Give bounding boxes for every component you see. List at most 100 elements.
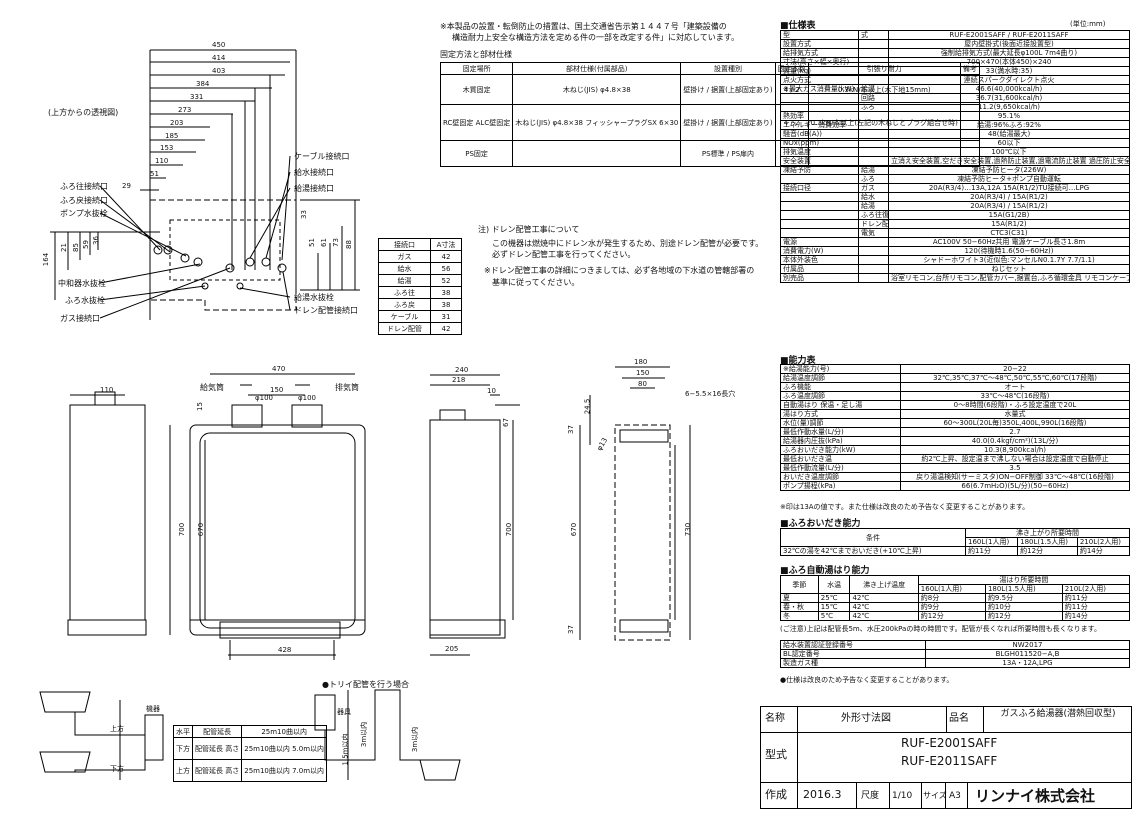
vdim-21: 21 (59, 243, 68, 252)
dim-428: 428 (278, 646, 292, 654)
spec-cell: 46.6(40,000kcal/h) (888, 84, 1130, 94)
a-cell: ドレン配管 (377, 322, 432, 335)
spec-cell: 屋内壁掛式(後面近接設置型) (888, 39, 1130, 49)
spec-cell: 安全装置 (780, 156, 859, 166)
spec-cell: 700×470(本体450)×240 (888, 57, 1130, 67)
spec-cell: 48(給湯最大) (888, 129, 1130, 139)
fix-cell: 木ねじ(JIS) φ4.8×38 フィッシャープラグSX 6×30 (512, 104, 682, 141)
spec-cell: 33(満水時:35) (888, 66, 1130, 76)
title-date: 2016.3 (803, 788, 842, 801)
spec-cell: 型 (780, 30, 859, 40)
label-water-inlet: 給水接続口 (294, 168, 334, 177)
capacity-cell: 給湯温度調節 (780, 373, 901, 383)
cert-cell: BLGH011520−A,B (925, 649, 1130, 659)
spec-cell: 給水 (858, 192, 889, 202)
label-gas-inlet: ガス接続口 (60, 314, 100, 323)
table-row: 付属品ねじセット (780, 264, 1130, 274)
title-size: A3 (949, 791, 961, 801)
yuhari-cell: 42℃ (849, 602, 919, 612)
spec-cell (858, 237, 889, 247)
oidaki-col: 210L(2人用) (1076, 537, 1131, 547)
spec-cell: ※最大ガス消費量(kW) (780, 84, 859, 94)
capacity-cell: 40.0(0.4kgf/cm²)(13L/分) (900, 436, 1130, 446)
yuhari-cell: 約9.5分 (984, 593, 1063, 603)
spec-cell (858, 48, 889, 58)
fix-cell: 壁掛け / 据置(上部固定あり) (680, 104, 776, 141)
capacity-cell: 自動湯はり 保温・足し湯 (780, 400, 901, 410)
title-size-label: サイズ (923, 791, 947, 800)
title-date-label: 作成 (765, 788, 787, 801)
dim-670: 670 (197, 522, 206, 537)
spec-cell: 120(待機時1.6(50−60Hz)) (888, 246, 1130, 256)
title-maker: リンナイ株式会社 (975, 787, 1096, 805)
piping-cell: 25m10曲以内 (241, 725, 328, 738)
piping-cell: 25m10曲以内 5.0m以内 (241, 737, 328, 760)
spec-cell: 60以下 (888, 138, 1130, 148)
capacity-title: ■能力表 (780, 356, 816, 366)
piping-title: ●トリイ配管を行う場合 (322, 680, 409, 689)
spec-cell: 付属品 (780, 264, 859, 274)
capacity-cell: 32℃,35℃,37℃〜48℃,50℃,55℃,60℃(17段階) (900, 373, 1130, 383)
dim-403: 403 (212, 67, 226, 75)
cert-cell: 給水装置認証登録番号 (780, 640, 926, 650)
spec-cell: 給湯 (858, 84, 889, 94)
capacity-cell: 給湯器内圧抜(kPa) (780, 436, 901, 446)
top-view-label: (上方からの透視図) (48, 108, 119, 117)
dim-203: 203 (170, 119, 184, 127)
spec-cell (858, 129, 889, 139)
oidaki-col: 160L(1人用) (964, 537, 1019, 547)
a-header: A寸法 (430, 238, 462, 251)
spec-cell: 回路 (858, 93, 889, 103)
spec-cell: ドレン配管 (858, 219, 889, 229)
title-model-label: 型式 (765, 748, 787, 761)
spec-cell: 給排気方式 (780, 48, 859, 58)
capacity-cell: ポンプ揚程(kPa) (780, 481, 901, 491)
yuhari-col: 160L(1人用) (917, 584, 986, 594)
cert-cell: 13A・12A,LPG (925, 658, 1130, 668)
label-furo-out: ふろ往接続口 (60, 182, 108, 191)
spec-cell: 強制給排気方式(最大延長φ100L 7m4曲り) (888, 48, 1130, 58)
yuhari-header: 沸き上げ温度 (849, 575, 919, 594)
table-row: 騒音(dB(A))48(給湯最大) (780, 129, 1130, 139)
spec-cell (858, 138, 889, 148)
spec-cell: 20A(R3/4) / 15A(R1/2) (888, 201, 1130, 211)
fix-cell: PS固定 (439, 140, 514, 167)
spec-cell: 36.7(31,600kcal/h) (888, 93, 1130, 103)
label-cable-inlet: ケーブル接続口 (294, 152, 350, 161)
drain-note-5: 基準に従ってください。 (492, 278, 580, 287)
a-cell: 42 (430, 322, 462, 335)
spec-cell: 連続スパークダイレクト点火 (888, 75, 1130, 85)
yuhari-cell: 夏 (780, 593, 819, 603)
label-drain-pipe: ドレン配管接続口 (294, 306, 358, 315)
yuhari-cell: 約11分 (1061, 593, 1131, 603)
table-row: ふろ機能オート (780, 382, 1130, 392)
table-row: ※給湯能力(号)20−22 (780, 364, 1130, 374)
spec-cell: ふろ往復 (858, 210, 889, 220)
spec-cell: 凍結予防ヒータ+ポンプ自動運転 (888, 174, 1130, 184)
label-kyuki: 給気筒 (200, 383, 224, 392)
fix-header: 固定場所 (439, 62, 514, 75)
yuhari-cell: 15℃ (817, 602, 851, 612)
spec-cell: 15A(R1/2) (888, 219, 1130, 229)
spec-cell: 給湯:96%ふろ:92% (888, 120, 1130, 130)
spec-cell: 点火方式 (780, 75, 859, 85)
table-row: ドレン配管15A(R1/2) (780, 219, 1130, 229)
table-row: 凍結予防給湯凍結予防ヒータ(226W) (780, 165, 1130, 175)
title-product-label: 品名 (949, 713, 969, 724)
title-name: 外形寸法図 (841, 713, 891, 724)
table-row: NOx(ppm)60以下 (780, 138, 1130, 148)
table-row: おいだき温度調節戻り湯温検知(サーミスタ)ON−OFF制御 33℃〜48℃(16… (780, 472, 1130, 482)
title-model-2: RUF-E2011SAFF (901, 754, 998, 768)
